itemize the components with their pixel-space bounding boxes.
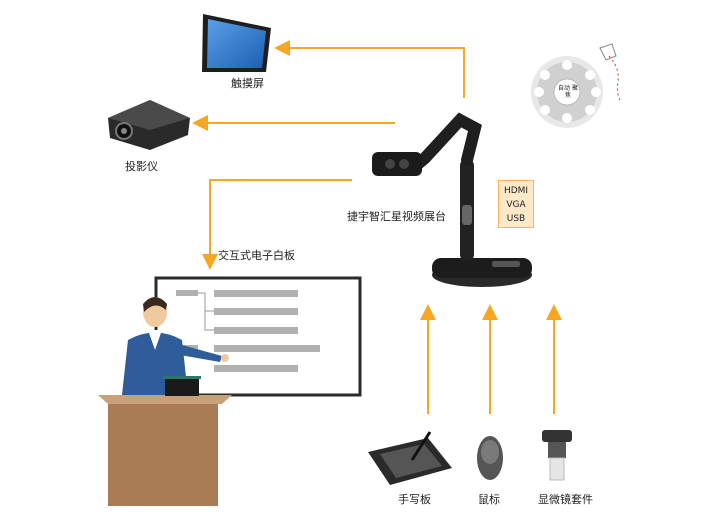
doc-camera-label: 捷宇智汇星视频展台: [347, 210, 446, 223]
whiteboard-label: 交互式电子白板: [218, 249, 295, 262]
mouse-label: 鼠标: [478, 493, 500, 506]
projector-icon: [108, 100, 190, 150]
tablet-label: 手写板: [398, 493, 431, 506]
projector-label: 投影仪: [125, 160, 158, 173]
microscope-icon: [542, 430, 572, 481]
microscope-label: 显微镜套件: [538, 493, 593, 506]
tablet-icon: [368, 431, 452, 485]
podium-icon: [98, 376, 232, 506]
ports-box: HDMI VGA USB: [498, 180, 534, 228]
control-panel-icon: [531, 43, 621, 128]
touchscreen-label: 触摸屏: [231, 77, 264, 90]
touchscreen-icon: [202, 14, 271, 72]
mouse-icon: [477, 436, 503, 480]
connection-arrows: [192, 40, 562, 414]
document-camera-icon: [372, 112, 532, 287]
port-hdmi: HDMI: [503, 186, 529, 196]
port-vga: VGA: [506, 200, 526, 210]
control-panel-center-label: 自动 聚焦: [558, 85, 578, 99]
port-usb: USB: [506, 214, 526, 224]
